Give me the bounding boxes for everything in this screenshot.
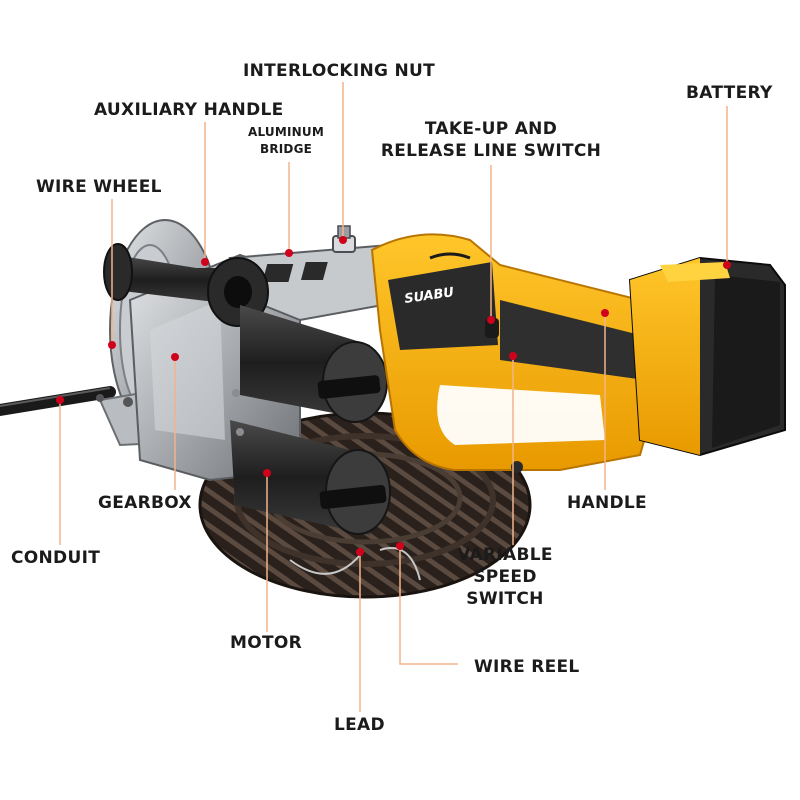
dot-battery — [723, 261, 731, 269]
label-takeup-switch-line2: RELEASE LINE SWITCH — [380, 141, 602, 161]
leader-wire-reel — [399, 546, 458, 665]
upper-motor — [232, 305, 388, 423]
battery-pack — [628, 256, 786, 457]
label-wire-wheel: WIRE WHEEL — [36, 177, 162, 197]
dot-motor — [263, 469, 271, 477]
dot-wire-wheel — [108, 341, 116, 349]
label-aluminum-bridge-line1: ALUMINUM — [248, 125, 324, 139]
dot-wire-reel — [396, 542, 404, 550]
dot-interlocking-nut — [339, 236, 347, 244]
label-battery: BATTERY — [686, 83, 773, 103]
dot-conduit — [56, 396, 64, 404]
label-motor: MOTOR — [230, 633, 303, 653]
label-conduit: CONDUIT — [11, 548, 101, 568]
brand-logo: SUABU — [403, 285, 455, 307]
label-takeup-switch: TAKE-UP AND RELEASE LINE SWITCH — [376, 118, 606, 162]
lower-motor — [230, 420, 391, 535]
label-variable-speed-line2: SPEED — [473, 567, 537, 587]
dot-gearbox — [171, 353, 179, 361]
label-interlocking-nut: INTERLOCKING NUT — [243, 61, 436, 81]
dot-takeup-switch — [487, 316, 495, 324]
yellow-body: SUABU — [370, 233, 652, 473]
dot-variable-speed — [509, 352, 517, 360]
callout-dots — [56, 236, 731, 556]
label-aluminum-bridge-line2: BRIDGE — [259, 142, 313, 156]
label-aluminum-bridge: ALUMINUM BRIDGE — [238, 124, 334, 158]
label-variable-speed: VARIABLE SPEED SWITCH — [450, 544, 560, 610]
label-wire-reel: WIRE REEL — [474, 657, 580, 677]
dot-auxiliary-handle — [201, 258, 209, 266]
dot-handle — [601, 309, 609, 317]
label-lead: LEAD — [334, 715, 385, 735]
label-gearbox: GEARBOX — [98, 493, 192, 513]
label-takeup-switch-line1: TAKE-UP AND — [424, 119, 558, 139]
label-variable-speed-line3: SWITCH — [466, 589, 544, 609]
label-handle: HANDLE — [567, 493, 647, 513]
conduit-cable — [0, 386, 116, 416]
label-auxiliary-handle: AUXILIARY HANDLE — [94, 100, 284, 120]
dot-aluminum-bridge — [285, 249, 293, 257]
dot-lead — [356, 548, 364, 556]
label-variable-speed-line1: VARIABLE — [457, 545, 553, 565]
leader-lines — [59, 82, 728, 712]
